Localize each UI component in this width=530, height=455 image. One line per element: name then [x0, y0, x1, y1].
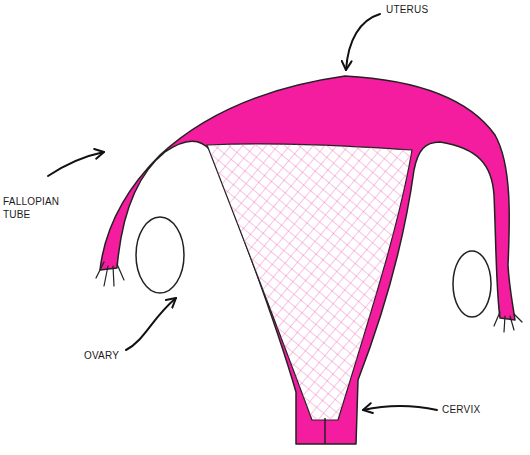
part-label: FALLOPIAN TUBE — [3, 196, 73, 221]
leader-arrow — [346, 14, 380, 70]
cervical-canal — [324, 418, 326, 444]
uterine-cavity — [207, 144, 412, 420]
part-label: CERVIX — [442, 404, 480, 417]
right-ovary — [453, 251, 491, 317]
part-label: UTERUS — [386, 4, 428, 17]
left-ovary — [136, 217, 184, 293]
leader-arrows — [48, 14, 437, 410]
uterine-cavity-hatch — [207, 144, 412, 420]
uterus-body — [100, 76, 515, 444]
leader-arrow — [126, 298, 176, 350]
leader-arrow — [363, 406, 437, 410]
part-label: OVARY — [84, 350, 119, 363]
leader-arrow — [48, 152, 104, 176]
